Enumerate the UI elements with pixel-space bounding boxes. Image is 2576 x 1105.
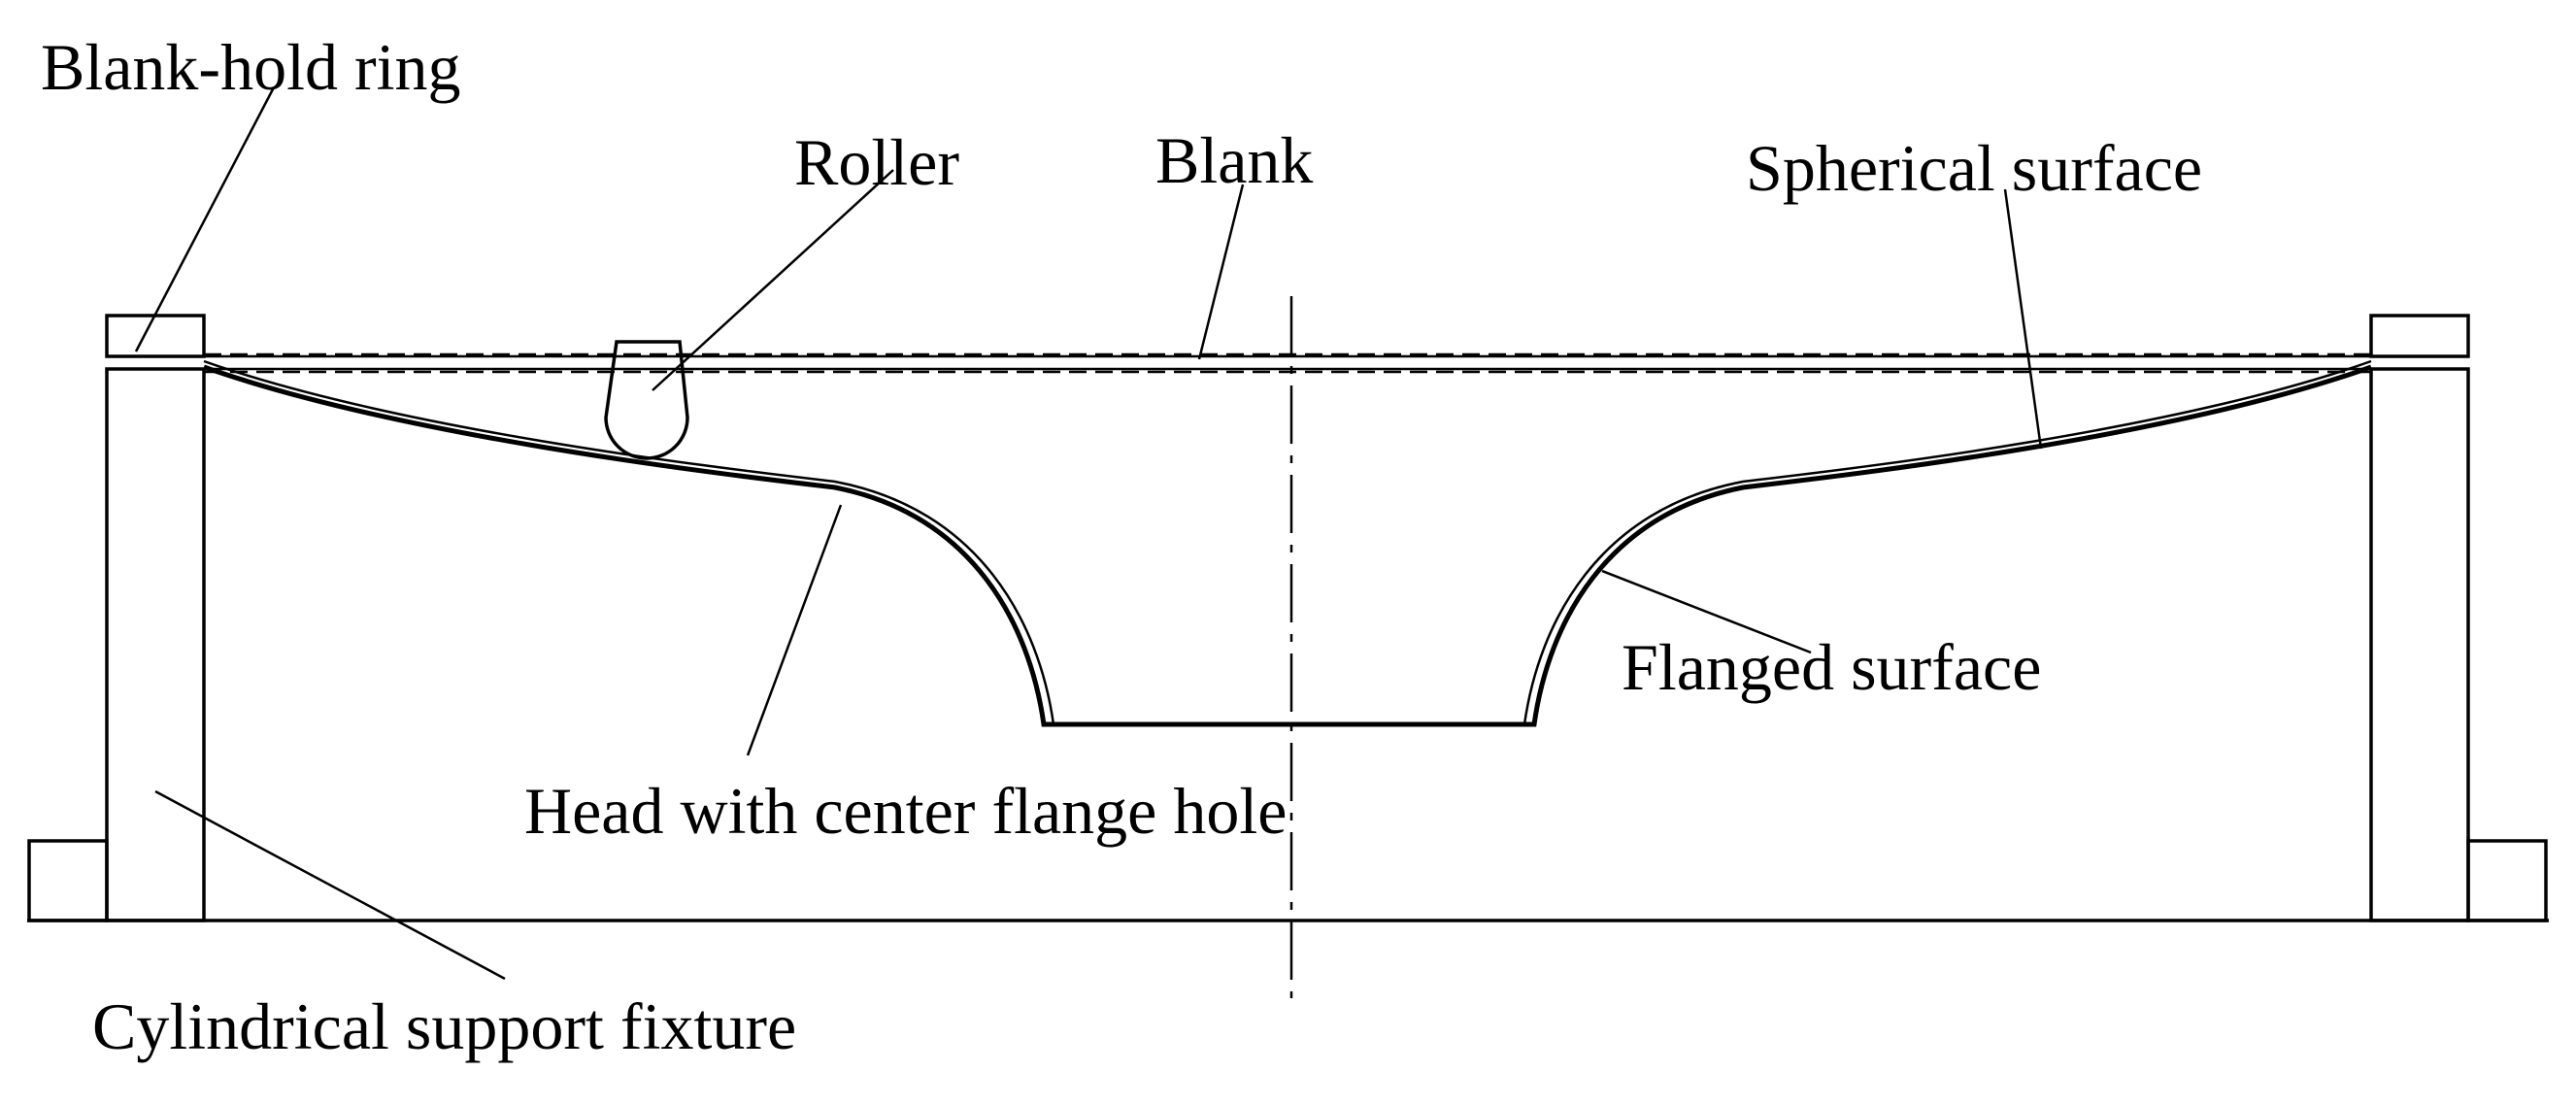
right-blank-hold-ring	[2369, 314, 2470, 358]
left-support-fixture	[27, 367, 206, 922]
formed-head	[203, 359, 2372, 727]
blank-dashed-outline	[204, 352, 2371, 374]
roller	[604, 340, 689, 460]
label-roller: Roller	[794, 125, 959, 199]
label-blank: Blank	[1155, 123, 1313, 197]
left-blank-hold-ring	[105, 314, 206, 358]
label-blank-hold-ring: Blank-hold ring	[41, 30, 461, 104]
right-support-fixture	[2369, 367, 2548, 922]
leader-lines	[134, 86, 2043, 981]
label-head-with-center-flange-hole: Head with center flange hole	[524, 774, 1287, 848]
blank-plate	[107, 354, 2468, 371]
label-flanged-surface: Flanged surface	[1622, 630, 2041, 704]
label-spherical-surface: Spherical surface	[1746, 131, 2202, 205]
label-cylindrical-support-fixture: Cylindrical support fixture	[92, 989, 796, 1063]
